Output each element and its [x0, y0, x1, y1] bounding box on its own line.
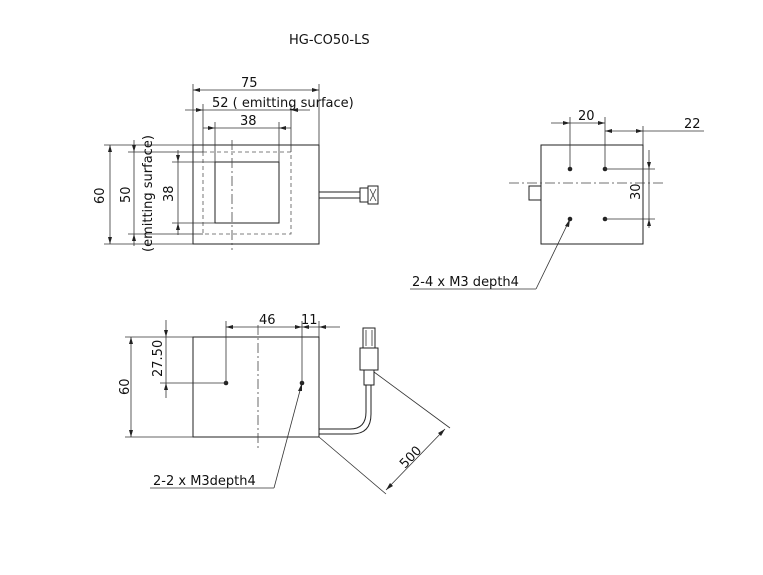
bottom-callout-leader [273, 382, 303, 489]
side-cable-stub [528, 185, 542, 201]
dim-overall-width-label: 75 [241, 76, 258, 91]
window-outline [214, 161, 280, 224]
connector-body [359, 187, 369, 203]
dim-hole-spacing-label: 46 [259, 313, 276, 328]
drawing-title: HG-CO50-LS [289, 33, 370, 48]
front-housing-outline [192, 144, 320, 245]
bottom-housing-outline [192, 336, 320, 438]
cable-boot [363, 369, 375, 386]
dim-hole-spacing-x-label: 20 [578, 109, 595, 124]
dim-emitting-width-label: 52 ( emitting surface) [212, 96, 354, 111]
emitting-surface-outline [202, 151, 292, 235]
bottom-connector-head [362, 327, 376, 349]
dim-window-height-label: 38 [162, 185, 177, 202]
connector-head [367, 185, 379, 205]
dim-hole-height-label: 27.50 [151, 340, 166, 377]
dim-line-500 [385, 428, 446, 491]
side-view: 20 22 30 2-4 x M3 depth4 [410, 109, 704, 290]
bottom-connector-body [359, 347, 379, 371]
dim-emitting-height-label: 50 [119, 186, 134, 203]
dim-emitting-height-note: (emitting surface) [141, 135, 156, 252]
dim-window-width-label: 38 [240, 114, 257, 129]
dim-overall-height-label: 60 [93, 187, 108, 204]
side-callout-label: 2-4 x M3 depth4 [412, 275, 519, 290]
side-housing-outline [540, 144, 644, 245]
front-view: 75 52 ( emitting surface) 38 60 50 (emit… [93, 76, 379, 252]
callout-leader [535, 218, 571, 290]
dim-cable-length-label: 500 [397, 443, 425, 471]
bottom-view: 46 11 60 27.50 500 2-2 x M3depth4 [118, 313, 451, 495]
dim-edge-offset-label: 11 [301, 313, 318, 328]
dim-height-label: 60 [118, 378, 133, 395]
dim-edge-offset-label: 22 [684, 117, 701, 132]
bottom-callout-label: 2-2 x M3depth4 [153, 474, 256, 489]
cable-path [319, 385, 367, 430]
dim-hole-spacing-y-label: 30 [629, 183, 644, 200]
